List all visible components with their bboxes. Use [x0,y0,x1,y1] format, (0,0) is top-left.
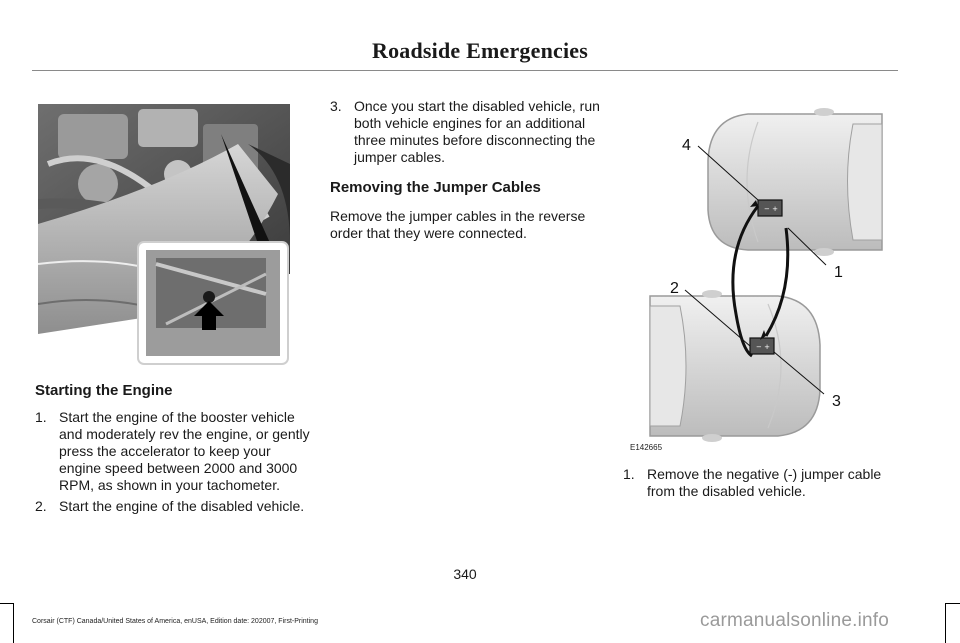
booster-vehicle [707,108,883,256]
step-text: Start the engine of the disabled vehicle… [59,498,305,514]
removing-cables-heading: Removing the Jumper Cables [330,179,541,196]
footer-text: Corsair (CTF) Canada/United States of Am… [32,618,318,625]
list-item: 2. Start the engine of the disabled vehi… [35,498,310,515]
header-rule [32,70,898,71]
svg-text:− +: − + [764,205,778,213]
list-item: 1. Remove the negative (-) jumper cable … [623,466,898,500]
step-text: Once you start the disabled vehicle, run… [354,98,600,165]
callout-3: 3 [832,393,841,410]
disabled-vehicle [649,290,821,442]
jumper-cable-figure: − + − + 4 1 2 3 [628,100,888,445]
removing-cables-paragraph: Remove the jumper cables in the reverse … [330,208,586,241]
callout-4: 4 [682,137,691,154]
crop-mark [945,603,960,604]
step-text: Start the engine of the booster vehicle … [59,409,310,493]
svg-text:− +: − + [756,343,770,351]
list-item: 3. Once you start the disabled vehicle, … [330,98,605,166]
list-item: 1. Start the engine of the booster vehic… [35,409,310,494]
step-text: Remove the negative (-) jumper cable fro… [647,466,882,499]
middle-column: 3. Once you start the disabled vehicle, … [330,98,605,242]
figure-code: E142665 [630,443,663,452]
crop-mark [13,603,14,643]
left-column: Starting the Engine 1. Start the engine … [35,382,310,515]
step-number: 2. [35,498,47,514]
callout-1: 1 [834,264,843,281]
step-number: 1. [35,409,47,425]
step-number: 1. [623,466,635,482]
right-column: 1. Remove the negative (-) jumper cable … [623,466,898,500]
callout-2: 2 [670,280,679,297]
crop-mark [945,603,946,643]
starting-engine-heading: Starting the Engine [35,382,173,399]
watermark: carmanualsonline.info [700,610,890,631]
page-header-title: Roadside Emergencies [371,38,589,63]
engine-bay-figure [37,104,290,366]
step-number: 3. [330,98,342,114]
page-number: 340 [453,566,477,582]
crop-mark [0,603,13,604]
